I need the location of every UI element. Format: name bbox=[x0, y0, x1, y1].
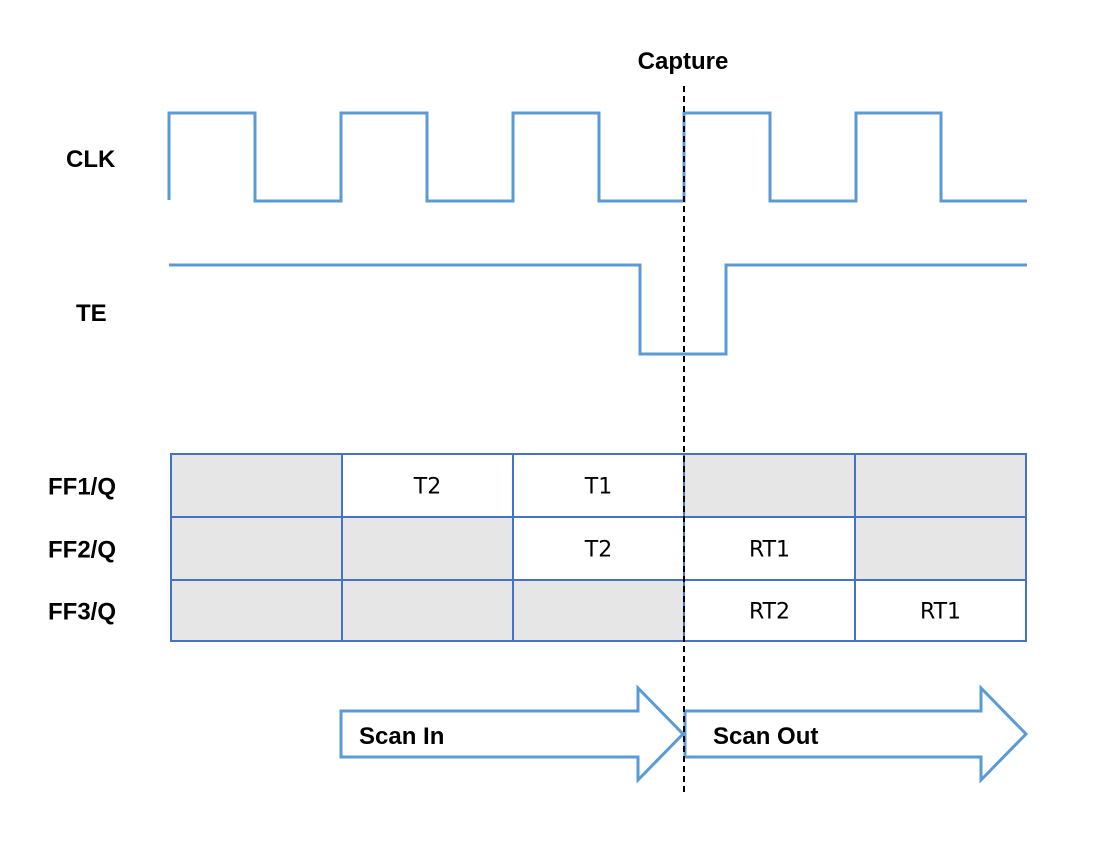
register-label: FF1/Q bbox=[48, 474, 116, 501]
te-waveform bbox=[169, 263, 1027, 356]
scan-out-arrow bbox=[683, 684, 1029, 784]
capture-label: Capture bbox=[638, 48, 729, 75]
clk-waveform bbox=[167, 111, 1027, 203]
register-label: FF3/Q bbox=[48, 599, 116, 626]
cell-value: RT1 bbox=[920, 600, 961, 625]
table-cell bbox=[170, 516, 343, 581]
scan-out-label: Scan Out bbox=[713, 723, 818, 750]
cell-value: RT2 bbox=[749, 600, 790, 625]
scan-in-arrow bbox=[339, 684, 686, 784]
scan-in-label: Scan In bbox=[359, 723, 444, 750]
table-cell bbox=[170, 453, 343, 518]
table-cell bbox=[512, 453, 685, 518]
cell-value: T1 bbox=[584, 475, 612, 500]
table-cell bbox=[512, 579, 685, 642]
cell-value: T2 bbox=[413, 475, 441, 500]
table-cell bbox=[854, 579, 1027, 642]
table-cell bbox=[512, 516, 685, 581]
table-cell bbox=[683, 453, 856, 518]
table-cell bbox=[341, 453, 514, 518]
table-cell bbox=[170, 579, 343, 642]
clk-label: CLK bbox=[66, 146, 116, 173]
table-cell bbox=[683, 579, 856, 642]
cell-value: T2 bbox=[584, 538, 612, 563]
table-cell bbox=[341, 516, 514, 581]
table-cell bbox=[854, 516, 1027, 581]
table-cell bbox=[341, 579, 514, 642]
register-label: FF2/Q bbox=[48, 537, 116, 564]
table-cell bbox=[854, 453, 1027, 518]
cell-value: RT1 bbox=[749, 538, 790, 563]
te-label: TE bbox=[76, 300, 107, 327]
